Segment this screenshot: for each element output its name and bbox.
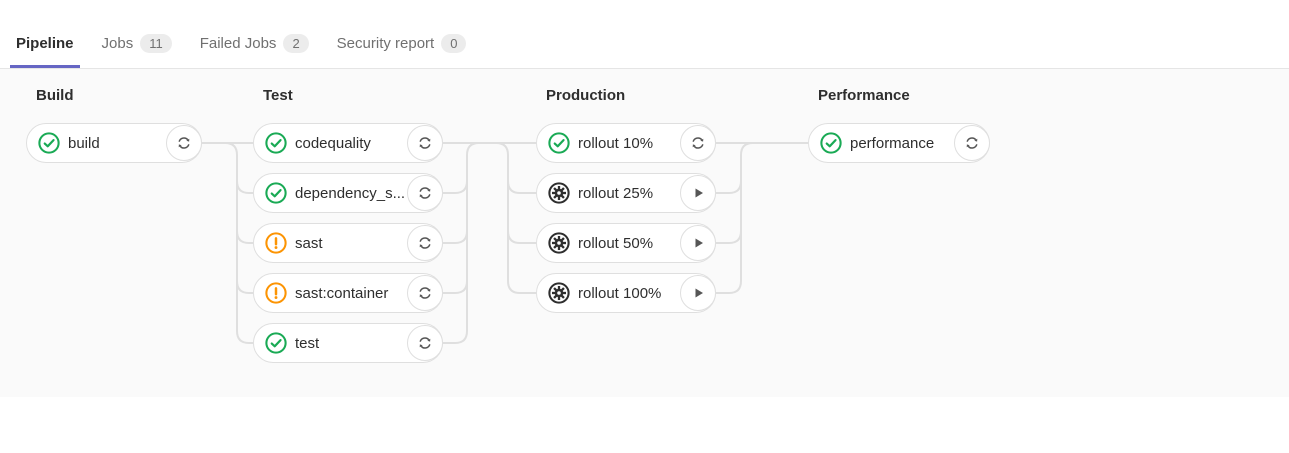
status-manual-icon bbox=[548, 232, 570, 254]
play-button[interactable] bbox=[680, 275, 716, 311]
job-label: sast bbox=[295, 234, 323, 252]
tab-failed-jobs[interactable]: Failed Jobs 2 bbox=[194, 19, 315, 68]
tab-label: Failed Jobs bbox=[199, 35, 277, 52]
tab-label: Jobs bbox=[101, 35, 134, 52]
tab-security-report[interactable]: Security report 0 bbox=[331, 19, 473, 68]
retry-button[interactable] bbox=[680, 125, 716, 161]
job-rollout-25[interactable]: rollout 25% bbox=[536, 173, 716, 213]
retry-button[interactable] bbox=[407, 175, 443, 211]
status-success-icon bbox=[265, 182, 287, 204]
job-sast[interactable]: sast bbox=[253, 223, 443, 263]
status-success-icon bbox=[548, 132, 570, 154]
job-label: performance bbox=[850, 134, 935, 152]
tab-label: Pipeline bbox=[16, 35, 74, 52]
stage-title-build: Build bbox=[36, 87, 74, 104]
status-manual-icon bbox=[548, 282, 570, 304]
job-test[interactable]: test bbox=[253, 323, 443, 363]
pipeline-tabs: Pipeline Jobs 11 Failed Jobs 2 Security … bbox=[0, 0, 1289, 69]
status-success-icon bbox=[820, 132, 842, 154]
tab-label: Security report bbox=[336, 35, 435, 52]
jobs-count-badge: 11 bbox=[140, 34, 172, 53]
tab-jobs[interactable]: Jobs 11 bbox=[96, 19, 178, 68]
play-button[interactable] bbox=[680, 175, 716, 211]
status-success-icon bbox=[38, 132, 60, 154]
tab-pipeline[interactable]: Pipeline bbox=[10, 19, 80, 68]
stage-title-performance: Performance bbox=[818, 87, 910, 104]
failed-jobs-count-badge: 2 bbox=[283, 34, 309, 53]
play-button[interactable] bbox=[680, 225, 716, 261]
job-label: rollout 100% bbox=[578, 284, 662, 302]
status-success-icon bbox=[265, 132, 287, 154]
retry-button[interactable] bbox=[407, 325, 443, 361]
retry-button[interactable] bbox=[407, 125, 443, 161]
pipeline-graph: Build build Test codequality dependency_s.… bbox=[0, 69, 1289, 397]
job-rollout-100[interactable]: rollout 100% bbox=[536, 273, 716, 313]
status-warning-icon bbox=[265, 282, 287, 304]
retry-button[interactable] bbox=[166, 125, 202, 161]
security-report-count-badge: 0 bbox=[441, 34, 467, 53]
job-rollout-10[interactable]: rollout 10% bbox=[536, 123, 716, 163]
job-label: codequality bbox=[295, 134, 371, 152]
stage-title-production: Production bbox=[546, 87, 626, 104]
job-performance[interactable]: performance bbox=[808, 123, 990, 163]
job-build[interactable]: build bbox=[26, 123, 202, 163]
job-dependency-s[interactable]: dependency_s... bbox=[253, 173, 443, 213]
job-label: dependency_s... bbox=[295, 184, 406, 202]
job-label: rollout 50% bbox=[578, 234, 654, 252]
status-success-icon bbox=[265, 332, 287, 354]
retry-button[interactable] bbox=[407, 225, 443, 261]
stage-title-test: Test bbox=[263, 87, 293, 104]
job-label: sast:container bbox=[295, 284, 389, 302]
job-label: build bbox=[68, 134, 100, 152]
job-label: rollout 25% bbox=[578, 184, 654, 202]
job-sast-container[interactable]: sast:container bbox=[253, 273, 443, 313]
retry-button[interactable] bbox=[954, 125, 990, 161]
retry-button[interactable] bbox=[407, 275, 443, 311]
job-label: test bbox=[295, 334, 320, 352]
status-warning-icon bbox=[265, 232, 287, 254]
job-label: rollout 10% bbox=[578, 134, 654, 152]
job-codequality[interactable]: codequality bbox=[253, 123, 443, 163]
job-rollout-50[interactable]: rollout 50% bbox=[536, 223, 716, 263]
status-manual-icon bbox=[548, 182, 570, 204]
